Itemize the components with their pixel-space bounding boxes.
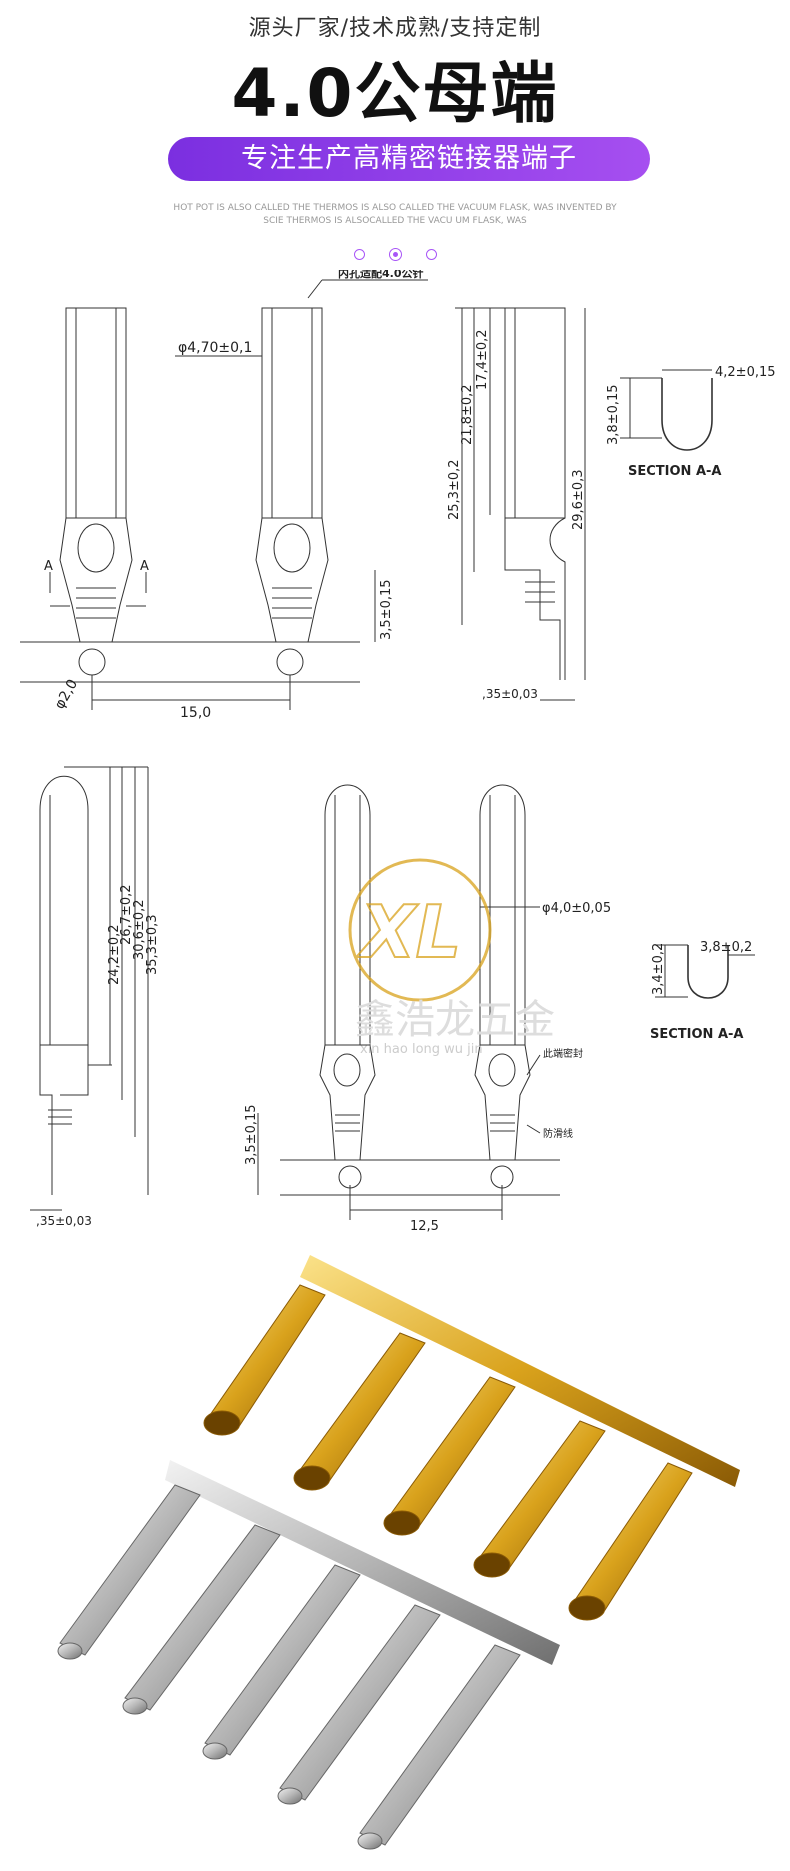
female-terminal-right	[255, 307, 329, 643]
female-side-view	[455, 307, 586, 701]
dim-pin-diameter: φ4,0±0,05	[542, 901, 611, 916]
pilot-hole	[276, 648, 304, 676]
dim-length-1: 25,3±0,2	[447, 459, 462, 520]
section-profile	[687, 945, 729, 999]
dim-outer-diameter: φ4,70±0,1	[178, 340, 252, 356]
carousel-dot-active[interactable]	[388, 248, 402, 261]
watermark-pinyin: xin hao long wu jin	[360, 1042, 483, 1057]
callout-inner-hole: 内孔适配4.0公针	[338, 270, 424, 280]
dim-section-height: 3,4±0,2	[651, 943, 666, 995]
english-line-2: SCIE THERMOS IS ALSOCALLED THE VACU UM F…	[263, 216, 527, 226]
dim-length-3: 30,6±0,2	[132, 899, 147, 960]
dim-crimp-height: 3,5±0,15	[244, 1104, 259, 1165]
note-anti-slip: 防滑线	[543, 1127, 573, 1140]
dim-thickness: ,35±0,03	[482, 687, 538, 701]
female-terminal-drawing: φ4,70±0,1 内孔适配4.0公针 15,0 φ2,0 3,5±0,15 A…	[20, 270, 776, 720]
dim-pitch: 12,5	[410, 1219, 439, 1234]
dim-crimp-height: 3,5±0,15	[379, 579, 394, 640]
carousel-dots	[0, 244, 790, 263]
pilot-hole	[78, 648, 106, 676]
note-seal-end: 此端密封	[543, 1047, 583, 1060]
carousel-dot[interactable]	[425, 249, 437, 260]
product-photo	[57, 1255, 740, 1850]
english-description: HOT POT IS ALSO CALLED THE THERMOS IS AL…	[0, 202, 790, 228]
header: 源头厂家/技术成熟/支持定制 4.0公母端 专注生产高精密链接器端子 HOT P…	[0, 0, 790, 270]
section-profile	[661, 378, 713, 451]
dim-thickness: ,35±0,03	[36, 1214, 92, 1228]
dim-length-2: 21,8±0,2	[460, 384, 475, 445]
dim-length-4: 35,3±0,3	[145, 914, 160, 975]
dim-section-height: 3,8±0,15	[606, 384, 621, 445]
watermark-cn: 鑫浩龙五金	[355, 997, 555, 1043]
male-terminal-left	[319, 784, 376, 1161]
page-title: 4.0公母端	[231, 55, 559, 132]
dim-section-width: 3,8±0,2	[700, 940, 752, 955]
pilot-hole	[338, 1165, 362, 1189]
dim-length-3: 17,4±0,2	[475, 329, 490, 390]
section-marker-left: A	[44, 559, 53, 574]
tagline: 源头厂家/技术成熟/支持定制	[248, 16, 542, 41]
gold-female-terminals	[203, 1255, 740, 1621]
section-marker-right: A	[140, 559, 149, 574]
male-terminal-drawing: XL 鑫浩龙五金 xin hao long wu jin 24,2±0,2 26…	[30, 766, 755, 1234]
male-terminal-right	[474, 784, 531, 1161]
section-label: SECTION A-A	[628, 464, 721, 479]
dim-length-4: 29,6±0,3	[571, 469, 586, 530]
carousel-dot[interactable]	[353, 249, 365, 260]
dim-pitch: 15,0	[180, 705, 211, 720]
section-label: SECTION A-A	[650, 1027, 743, 1042]
banner: 专注生产高精密链接器端子	[168, 137, 650, 181]
english-line-1: HOT POT IS ALSO CALLED THE THERMOS IS AL…	[173, 203, 617, 213]
female-terminal-left	[59, 307, 133, 643]
male-side-view	[30, 766, 149, 1211]
silver-male-terminals	[57, 1460, 560, 1850]
dim-section-width: 4,2±0,15	[715, 365, 776, 380]
svg-text:XL: XL	[356, 890, 461, 974]
dim-length-1: 24,2±0,2	[107, 924, 122, 985]
watermark-logo: XL	[348, 858, 492, 1002]
pilot-hole	[490, 1165, 514, 1189]
dim-length-2: 26,7±0,2	[119, 884, 134, 945]
